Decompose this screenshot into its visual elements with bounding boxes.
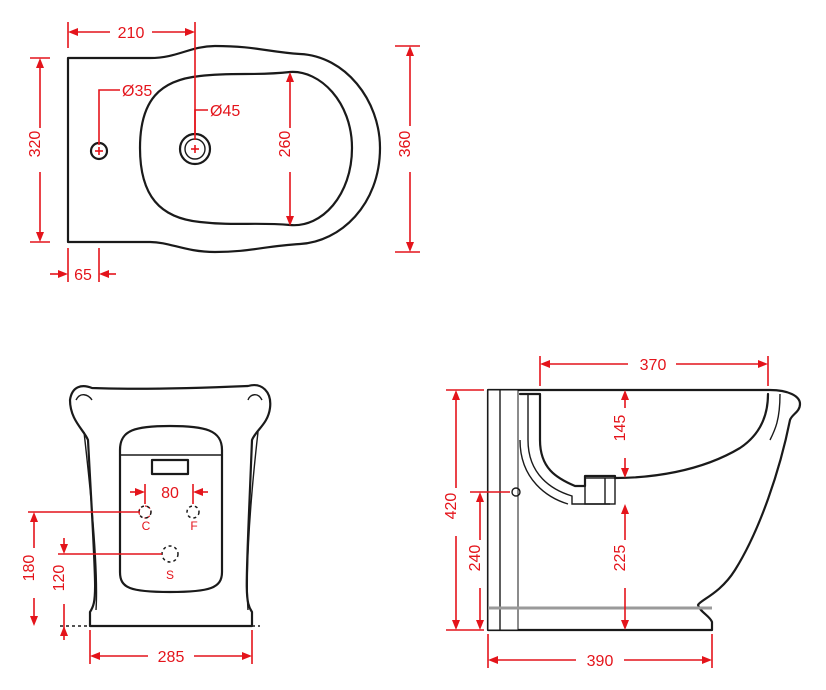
side-outer-outline: [486, 388, 802, 632]
dim-285: 285: [158, 649, 185, 666]
hole-f: [186, 505, 200, 519]
dim-390: 390: [587, 653, 614, 670]
front-view: C F S 80 180 120 285: [21, 384, 272, 666]
hole-s: [161, 545, 179, 563]
front-inner-panel: [118, 424, 224, 594]
dim-145: 145: [612, 415, 629, 442]
dim-80: 80: [161, 485, 179, 502]
dim-dia-35: Ø35: [122, 83, 152, 100]
side-view: 370 145 420 240 225 390: [443, 356, 802, 670]
dim-420: 420: [443, 493, 460, 520]
dim-120: 120: [51, 565, 68, 592]
front-outer-outline: [68, 384, 272, 628]
dim-65: 65: [74, 267, 92, 284]
side-inner-bowl: [518, 392, 770, 488]
label-c: C: [142, 519, 151, 533]
top-inner-bowl: [138, 70, 354, 227]
dim-dia-45: Ø45: [210, 103, 240, 120]
label-f: F: [190, 519, 197, 533]
top-outer-outline: [66, 44, 382, 254]
top-view: 210 Ø35 Ø45 320 260 360: [27, 22, 420, 284]
front-bracket: [150, 458, 190, 476]
dim-210: 210: [118, 25, 145, 42]
dim-225: 225: [612, 545, 629, 572]
dim-260: 260: [277, 131, 294, 158]
dim-320: 320: [27, 131, 44, 158]
dim-240: 240: [467, 545, 484, 572]
dim-180: 180: [21, 555, 38, 582]
dim-360: 360: [397, 131, 414, 158]
label-s: S: [166, 568, 174, 582]
dim-370: 370: [640, 357, 667, 374]
